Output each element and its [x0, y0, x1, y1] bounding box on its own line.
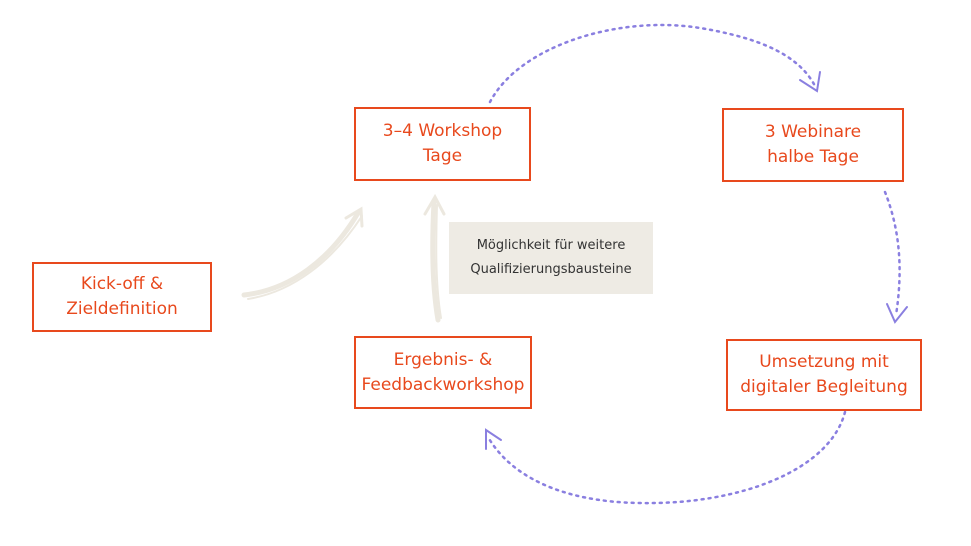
- arrow-umsetzung-to-ergebnis: [485, 410, 847, 505]
- node-umsetzung: Umsetzung mit digitaler Begleitung: [726, 339, 922, 411]
- arrow-kickoff-to-workshop: [241, 206, 364, 300]
- node-umsetzung-line1: Umsetzung mit: [759, 352, 889, 372]
- node-workshop: 3–4 Workshop Tage: [354, 107, 531, 181]
- note-line2: Qualifizierungsbausteine: [470, 262, 632, 277]
- node-ergebnis-line2: Feedbackworkshop: [361, 374, 525, 395]
- node-kickoff: Kick-off & Zieldefinition: [32, 262, 212, 332]
- note-qualification: Möglichkeit für weitere Qualifizierungsb…: [449, 222, 653, 294]
- node-webinare-line1: 3 Webinare: [764, 122, 862, 142]
- node-kickoff-line2: Zieldefinition: [66, 299, 178, 319]
- node-ergebnis-line1: Ergebnis- &: [393, 349, 493, 370]
- node-webinare: 3 Webinare halbe Tage: [722, 108, 904, 182]
- node-ergebnis: Ergebnis- & Feedbackworkshop: [354, 336, 532, 409]
- node-kickoff-line1: Kick-off &: [80, 274, 164, 294]
- arrow-webinare-to-umsetzung: [883, 190, 908, 324]
- node-workshop-line1: 3–4 Workshop: [382, 121, 503, 141]
- node-webinare-line2: halbe Tage: [767, 147, 859, 167]
- note-line1: Möglichkeit für weitere: [476, 238, 626, 253]
- arrow-workshop-to-webinare: [488, 23, 821, 104]
- node-workshop-line2: Tage: [422, 146, 463, 166]
- node-umsetzung-line2: digitaler Begleitung: [740, 377, 908, 397]
- arrow-ergebnis-to-workshop: [423, 193, 446, 323]
